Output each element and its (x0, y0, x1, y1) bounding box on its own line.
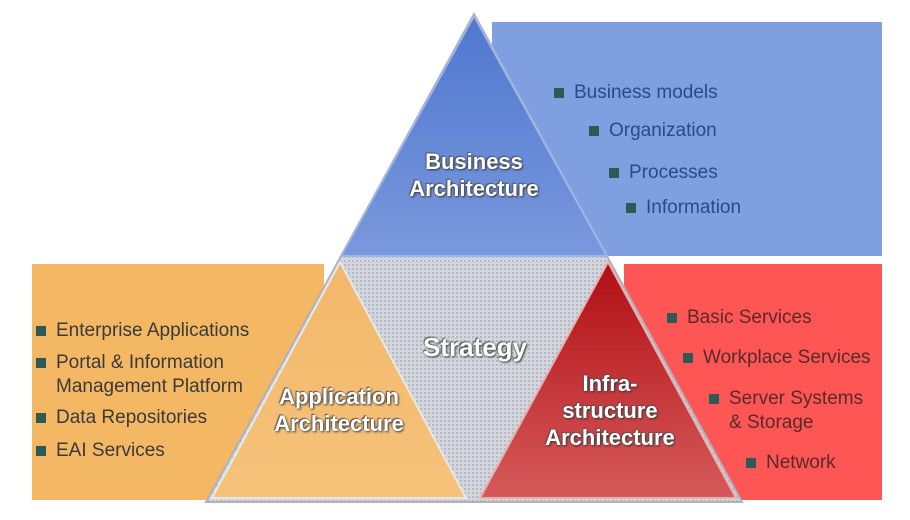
application-triangle (210, 259, 468, 499)
bullet-square-icon (667, 313, 677, 323)
bullet-square-icon (589, 126, 599, 136)
bullet-square-icon (36, 413, 46, 423)
business-triangle (339, 13, 609, 257)
infrastructure-item-basic-services: Basic Services (667, 306, 812, 330)
strategy-label: Strategy (422, 332, 528, 362)
application-title-line1: Application (279, 384, 399, 409)
application-title-line2: Architecture (274, 411, 404, 436)
bullet-square-icon (609, 168, 619, 178)
bullet-square-icon (36, 358, 46, 368)
infrastructure-title-line3: Architecture (545, 425, 675, 450)
bullet-square-icon (36, 326, 46, 336)
application-item-data-repositories: Data Repositories (36, 406, 207, 430)
infrastructure-item-server-systems: Server Systems & Storage (709, 387, 863, 435)
application-item-eai-services: EAI Services (36, 439, 165, 463)
bullet-square-icon (683, 353, 693, 363)
bullet-square-icon (554, 88, 564, 98)
bullet-square-icon (746, 458, 756, 468)
infrastructure-architecture-title: Infra- structure Architecture (520, 370, 700, 451)
infrastructure-title-line2: structure (562, 398, 658, 423)
business-title-line1: Business (425, 149, 523, 174)
bullet-square-icon (626, 203, 636, 213)
infrastructure-item-workplace-services: Workplace Services (683, 346, 871, 370)
business-title-line2: Architecture (409, 176, 539, 201)
infrastructure-title-line1: Infra- (582, 371, 638, 396)
business-item-organization: Organization (589, 119, 717, 143)
bullet-square-icon (36, 446, 46, 456)
infrastructure-item-network: Network (746, 451, 836, 475)
business-item-information: Information (626, 196, 741, 220)
application-architecture-title: Application Architecture (254, 383, 424, 437)
application-item-portal: Portal & Information Management Platform (36, 351, 243, 399)
business-item-business-models: Business models (554, 81, 718, 105)
bullet-square-icon (709, 394, 719, 404)
application-item-enterprise-applications: Enterprise Applications (36, 319, 249, 343)
business-architecture-title: Business Architecture (384, 148, 564, 202)
business-item-processes: Processes (609, 161, 718, 185)
infrastructure-triangle (478, 259, 738, 499)
